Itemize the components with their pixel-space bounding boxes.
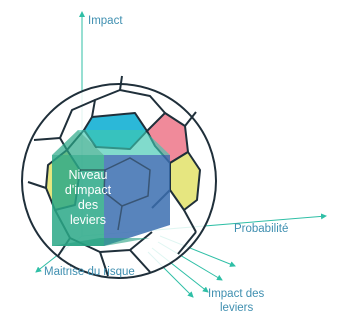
lever-impact-label-line-2: leviers xyxy=(220,302,254,314)
center-label-line-3: des xyxy=(77,198,99,212)
lever-impact-cube xyxy=(52,130,170,246)
lever-impact-axis-label: Impact des leviers xyxy=(208,287,264,315)
cube-bottom-face xyxy=(52,238,150,246)
cube-center-label: Niveau d'impact des leviers xyxy=(48,168,128,228)
probability-axis-label: Probabilité xyxy=(234,223,289,235)
center-label-line-2: d'impact xyxy=(64,183,112,197)
cube-top-face xyxy=(78,130,170,155)
center-label-line-4: leviers xyxy=(69,213,107,227)
impact-axis-label: Impact xyxy=(88,15,123,27)
lever-impact-label-line-1: Impact des xyxy=(208,288,265,300)
risk-control-axis-label: Maitrise du risque xyxy=(44,266,135,278)
center-label-line-1: Niveau xyxy=(68,168,108,182)
cube-left-face xyxy=(52,155,104,246)
cube-back-left-face xyxy=(52,130,104,155)
